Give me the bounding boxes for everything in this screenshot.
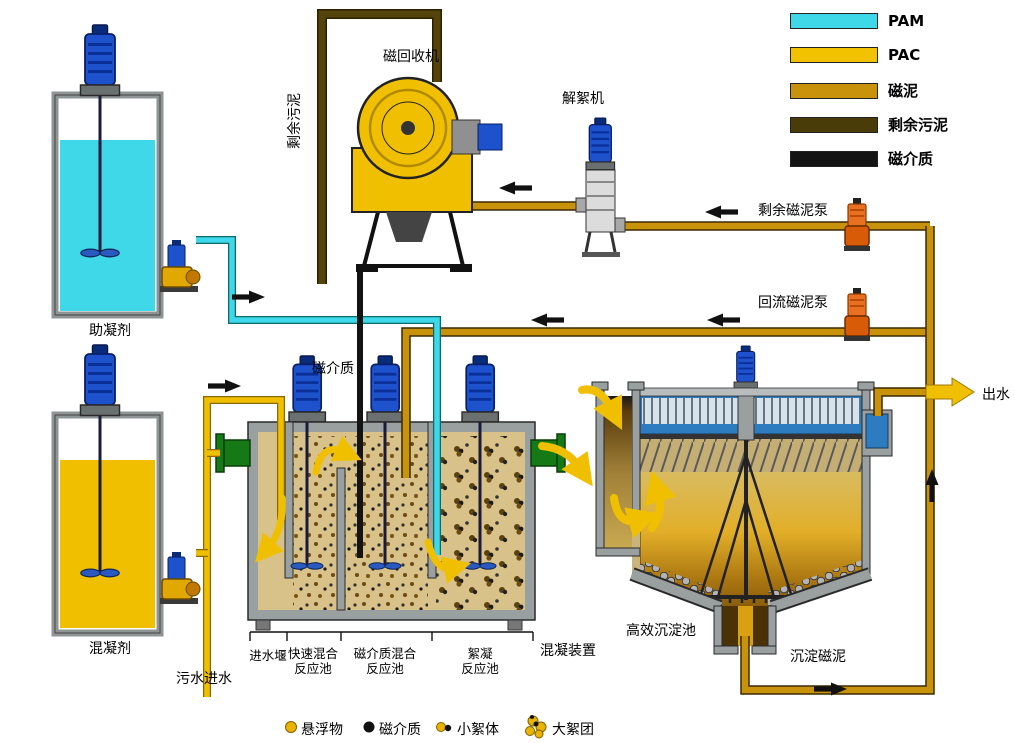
legend-swatch-pac — [790, 47, 878, 63]
legend-row-pam: PAM — [790, 12, 924, 30]
legend-label-magnetic-media: 磁介质 — [888, 150, 934, 168]
magnetic-media-pipe-label: 磁介质 — [312, 361, 354, 377]
water-flow-arrows — [254, 385, 677, 584]
legend-row-magnetic-sludge: 磁泥 — [790, 80, 918, 101]
coagulation-device-label: 混凝装置 — [540, 643, 596, 659]
rapid-mixing-tank-label: 快速混合 反应池 — [287, 646, 338, 676]
pipes — [196, 9, 935, 697]
flow-arrow-icon — [232, 290, 265, 304]
flow-arrow-icon — [705, 205, 738, 219]
legend-swatch-surplus-sludge — [790, 116, 878, 133]
sedimentation-tank-label: 高效沉淀池 — [626, 623, 696, 639]
deflocculator-label: 解絮机 — [562, 91, 604, 107]
legend-row-pac: PAC — [790, 46, 920, 64]
mixing-basin — [215, 354, 566, 641]
legend-label-pac: PAC — [888, 46, 921, 64]
flow-arrow-icon — [208, 379, 241, 393]
bottom-legend-suspended-solids: 悬浮物 — [301, 722, 343, 738]
magnetic-recovery-machine-graphic — [351, 76, 503, 272]
mixer-motor-icon — [365, 354, 405, 424]
bottom-legend-icons — [285, 715, 547, 739]
pam-pipe — [196, 237, 440, 555]
legend-label-magnetic-sludge: 磁泥 — [888, 82, 919, 100]
magnetic-media-mixing-tank-label: 磁介质混合 反应池 — [353, 646, 417, 676]
effluent-arrow-icon — [925, 377, 975, 407]
sedimentation-tank-graphic — [591, 345, 893, 655]
large-floc-icon — [525, 715, 547, 739]
surplus-sludge-pump-icon — [843, 197, 871, 252]
surplus-sludge-pump-label: 剩余磁泥泵 — [758, 203, 828, 219]
mixer-motor-icon — [460, 354, 500, 424]
deflocculator-graphic — [575, 116, 626, 257]
flow-arrow-icon — [531, 313, 564, 327]
coagulant-tank-label: 混凝剂 — [89, 641, 131, 657]
effluent-chamber — [861, 409, 893, 457]
legend-label-surplus-sludge: 剩余污泥 — [888, 116, 949, 134]
return-sludge-pump-label: 回流磁泥泵 — [758, 295, 828, 311]
small-floc-icon — [436, 722, 452, 732]
settled-magnetic-sludge-label: 沉淀磁泥 — [790, 649, 846, 665]
scraper-motor-icon — [733, 345, 759, 390]
agitator-motor-icon — [79, 343, 121, 417]
bottom-legend-magnetic-media: 磁介质 — [379, 722, 421, 738]
agitator-motor-icon — [79, 23, 121, 97]
legend-row-surplus-sludge: 剩余污泥 — [790, 114, 948, 135]
legend-swatch-pam — [790, 13, 878, 29]
pam-liquid — [60, 140, 155, 311]
influent-pipe — [204, 397, 284, 697]
compartment-bracket — [249, 631, 534, 641]
coagulant-aid-tank — [51, 23, 164, 319]
coagulant-aid-tank-label: 助凝剂 — [89, 323, 131, 339]
return-sludge-pump-icon — [843, 287, 871, 342]
surplus-sludge-pipe-label: 剩余污泥 — [287, 93, 303, 149]
flocculation-tank-label: 絮凝 反应池 — [461, 646, 499, 676]
magnetic-media-icon — [363, 721, 375, 733]
legend-row-magnetic-media: 磁介质 — [790, 148, 933, 169]
suspended-solids-icon — [285, 721, 297, 733]
inlet-weir-label: 进水堰 — [249, 648, 287, 663]
magnetic-recovery-machine-label: 磁回收机 — [383, 49, 439, 65]
legend-label-pam: PAM — [888, 12, 925, 30]
deflocculator-motor-icon — [584, 116, 616, 171]
bottom-legend-small-floc: 小絮体 — [457, 722, 499, 738]
flow-arrow-icon — [707, 313, 740, 327]
pam-dosing-pump-icon — [159, 239, 201, 293]
effluent-label: 出水 — [982, 387, 1010, 403]
flow-arrow-icon — [499, 181, 532, 195]
pac-liquid — [60, 460, 155, 628]
legend-swatch-magnetic-media — [790, 150, 878, 167]
bottom-legend-large-floc: 大絮团 — [552, 722, 594, 738]
inlet-flange — [215, 433, 251, 473]
influent-label: 污水进水 — [176, 671, 232, 687]
coagulant-tank — [51, 343, 164, 637]
scraper-arms — [698, 454, 794, 603]
legend-swatch-magnetic-sludge — [790, 82, 878, 99]
pac-dosing-pump-icon — [159, 551, 201, 605]
